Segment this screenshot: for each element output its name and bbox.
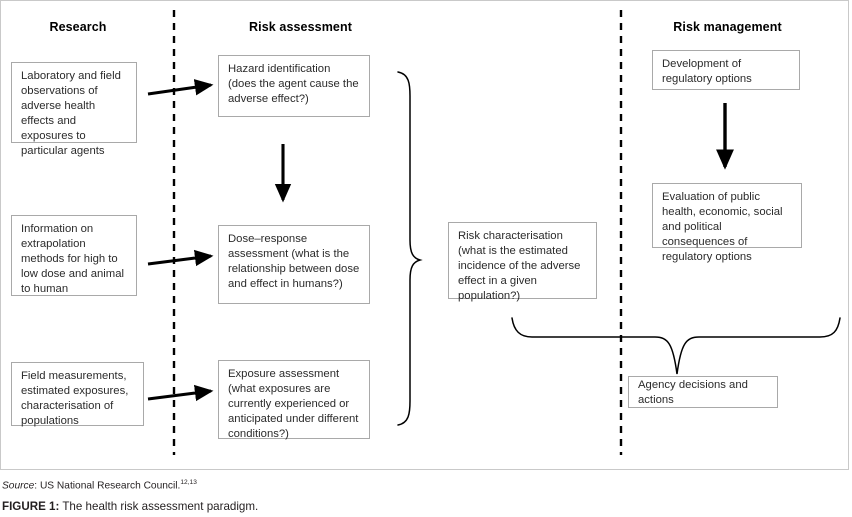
box-hazard-identification[interactable]: Hazard identification (does the agent ca… bbox=[218, 55, 370, 117]
box-dose-response-assessment[interactable]: Dose–response assessment (what is the re… bbox=[218, 225, 370, 304]
source-text: US National Research Council. bbox=[39, 480, 181, 492]
caption-area: Source: US National Research Council.12,… bbox=[2, 476, 847, 514]
figure-number-label: FIGURE 1: bbox=[2, 500, 60, 514]
box-field-measurements[interactable]: Field measurements, estimated exposures,… bbox=[11, 362, 144, 427]
box-laboratory-observations[interactable]: Laboratory and field observations of adv… bbox=[11, 62, 137, 157]
box-exposure-assessment[interactable]: Exposure assessment (what exposures are … bbox=[218, 360, 370, 440]
box-evaluation-consequences[interactable]: Evaluation of public health, economic, s… bbox=[652, 183, 802, 263]
box-agency-decisions[interactable]: Agency decisions and actions bbox=[628, 376, 778, 408]
box-risk-characterisation[interactable]: Risk characterisation (what is the estim… bbox=[448, 222, 597, 302]
figure-frame bbox=[0, 0, 849, 470]
column-header-risk-management: Risk management bbox=[673, 20, 782, 34]
source-label: Source bbox=[2, 480, 35, 492]
box-extrapolation-information[interactable]: Information on extrapolation methods for… bbox=[11, 215, 137, 296]
source-line: Source: US National Research Council.12,… bbox=[2, 476, 847, 493]
source-separator: : bbox=[34, 480, 40, 492]
box-development-regulatory-options[interactable]: Development of regulatory options bbox=[652, 50, 800, 90]
figure-caption-text: The health risk assessment paradigm. bbox=[59, 500, 259, 514]
column-header-risk-assessment: Risk assessment bbox=[249, 20, 352, 34]
figure-caption-line: FIGURE 1: The health risk assessment par… bbox=[2, 499, 847, 514]
source-references: 12,13 bbox=[180, 479, 197, 486]
column-header-research: Research bbox=[49, 20, 107, 34]
